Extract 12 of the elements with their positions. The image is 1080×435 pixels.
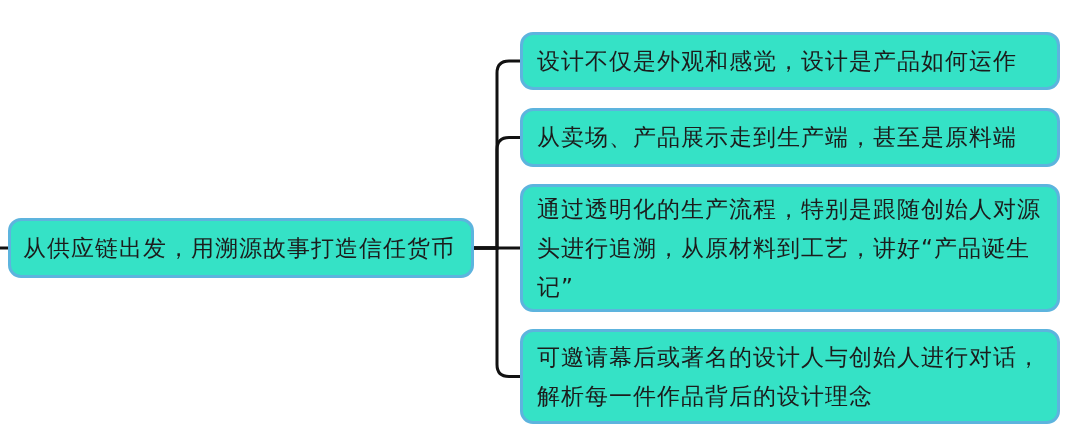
subtopic-text: 从卖场、产品展示走到生产端，甚至是原料端 xyxy=(537,123,1018,152)
subtopic-text: 可邀请幕后或著名的设计人与创始人进行对话，解析每一件作品背后的设计理念 xyxy=(537,342,1042,411)
connector-line xyxy=(0,246,8,250)
subtopic-text: 通过透明化的生产流程，特别是跟随创始人对源头进行追溯，从原材料到工艺，讲好“产品诞生记” xyxy=(537,194,1042,302)
subtopic-box xyxy=(520,329,1060,424)
connector-line xyxy=(474,246,520,378)
subtopic-box xyxy=(520,32,1060,90)
root-topic-box xyxy=(8,218,474,278)
subtopic-box xyxy=(520,108,1060,167)
subtopic-box xyxy=(520,184,1060,312)
topic-text: 从供应链出发，用溯源故事打造信任货币 xyxy=(23,233,455,263)
subtopic-text: 设计不仅是外观和感觉，设计是产品如何运作 xyxy=(537,46,1018,76)
